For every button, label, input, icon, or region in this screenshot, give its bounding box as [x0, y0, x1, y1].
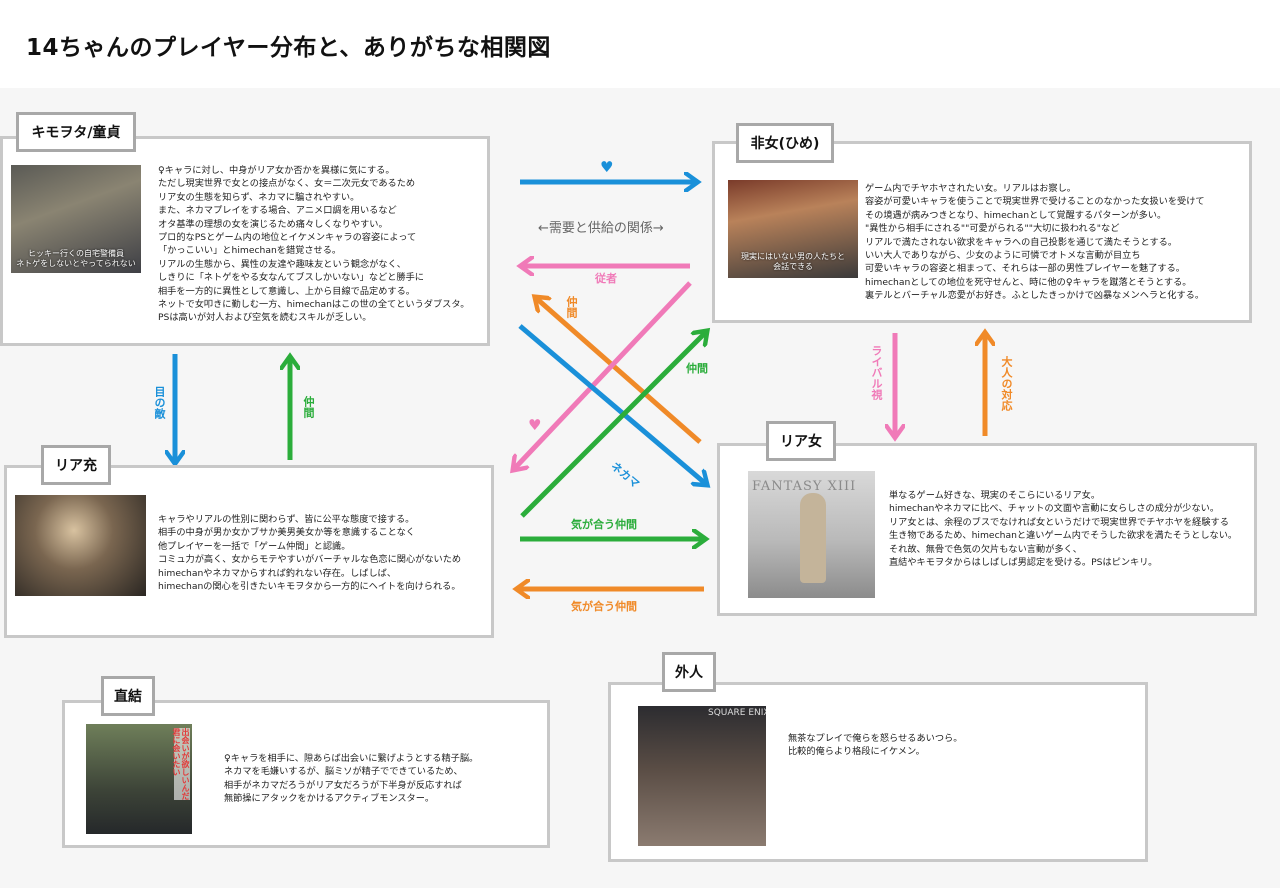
label-nakama-orange: 仲間: [565, 296, 578, 318]
description-gaijin: 無茶なプレイで俺らを怒らせるあいつら。 比較的俺らより格段にイケメン。: [788, 733, 963, 758]
photo-caption-kimota: ヒッキー行くの自宅警備員 ネトゲをしないとやってられない: [16, 249, 136, 268]
card-title-riajo: リア女: [766, 421, 836, 461]
label-rival: ライバル視: [870, 345, 883, 400]
card-title-chokketsu: 直結: [101, 676, 155, 716]
label-nakama-green: 仲間: [686, 362, 708, 375]
photo-riajo: FANTASY XIII: [748, 471, 875, 598]
photo-kimota: ヒッキー行くの自宅警備員 ネトゲをしないとやってられない: [11, 165, 141, 273]
card-title-riajuu: リア充: [41, 445, 111, 485]
arrow-nekama: [518, 324, 706, 484]
photo-riajuu: [15, 495, 146, 596]
description-chokketsu: ♀キャラを相手に、隙あらば出会いに繋げようとする精子脳。 ネカマを毛嫌いするが、…: [224, 753, 479, 805]
photo-hime: 現実にはいない男の人たちと 会話できる: [728, 180, 858, 278]
photo-gaijin: SQUARE ENIX: [638, 706, 766, 846]
description-hime: ゲーム内でチヤホヤされたい女。リアルはお察し。 容姿が可愛いキャラを使うことで現…: [865, 183, 1205, 302]
heart-icon-top: ♥: [600, 158, 614, 176]
arrow-nakama-orange: [536, 298, 702, 444]
card-title-kimota: キモヲタ/童貞: [16, 112, 136, 152]
label-otona: 大人の対応: [1000, 356, 1013, 411]
label-kigaau-green: 気が合う仲間: [571, 518, 637, 531]
photo-text-gaijin: SQUARE ENIX: [708, 708, 766, 718]
label-juusha: 従者: [595, 272, 617, 285]
arrow-pink-diagonal: [514, 281, 692, 469]
heart-icon-mid: ♥: [528, 416, 542, 434]
photo-text-riajo: FANTASY XIII: [752, 479, 857, 494]
label-kigaau-orange: 気が合う仲間: [571, 600, 637, 613]
photo-caption-hime: 現実にはいない男の人たちと 会話できる: [741, 252, 845, 271]
photo-chokketsu: 出会いが欲しいんだ 君に会いたい: [86, 724, 192, 834]
label-me-no-teki: 目の敵: [153, 386, 166, 419]
center-label: ←需要と供給の関係→: [538, 221, 664, 236]
photo-caption-chokketsu: 出会いが欲しいんだ 君に会いたい: [172, 728, 190, 800]
arrow-nakama-green: [520, 332, 706, 518]
description-riajo: 単なるゲーム好きな、現実のそこらにいるリア女。 himechanやネカマに比べ、…: [889, 490, 1238, 569]
label-nakama-left: 仲間: [302, 396, 315, 418]
card-title-gaijin: 外人: [662, 652, 716, 692]
description-riajuu: キャラやリアルの性別に関わらず、皆に公平な態度で接する。 相手の中身が男か女かブ…: [158, 514, 462, 593]
page-title: 14ちゃんのプレイヤー分布と、ありがちな相関図: [26, 35, 551, 61]
person-figure: [800, 493, 826, 583]
description-kimota: ♀キャラに対し、中身がリア女か否かを異様に気にする。 ただし現実世界で女との接点…: [158, 165, 470, 324]
card-title-hime: 非女(ひめ): [736, 123, 834, 163]
